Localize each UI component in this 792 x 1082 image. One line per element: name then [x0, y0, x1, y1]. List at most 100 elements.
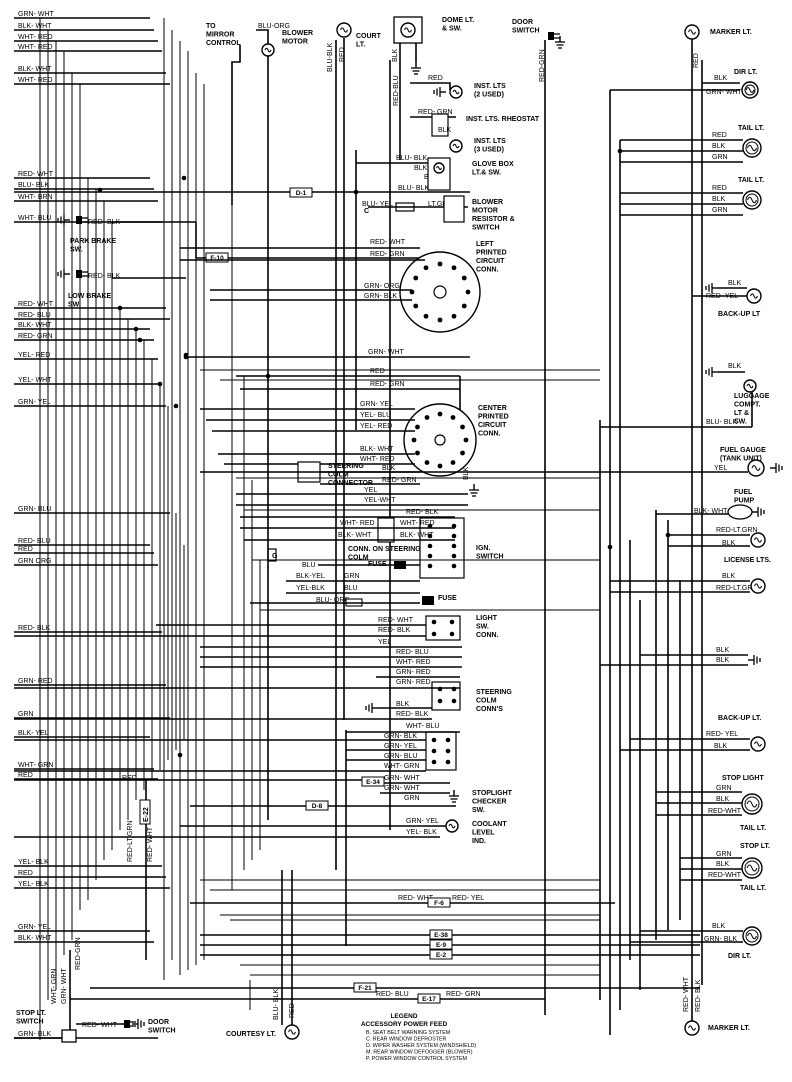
svg-text:F-21: F-21 — [358, 985, 372, 992]
wire-label-blk-gnd: BLK — [716, 647, 730, 654]
left-wire-label-l15: YEL- RED — [18, 352, 50, 359]
wire-label-blk-lic: BLK — [722, 540, 736, 547]
scc2-pin — [445, 748, 451, 754]
wire-label-grn-tail2: GRN — [712, 207, 728, 214]
wire-label-grn-wht: GRN- WHT — [61, 968, 68, 1004]
wire-label-blu-blk-lug: BLU- BLK — [706, 419, 737, 426]
scc2-pin — [445, 737, 451, 743]
dome-lt-label: DOME LT.& SW. — [442, 17, 474, 33]
tail-lt-4-label: TAIL LT. — [740, 885, 766, 892]
wire-label-red-lt-grn-e22: RED-LT.GRN — [127, 821, 134, 862]
inst-lts-2-icon — [449, 85, 463, 99]
ign-pin — [427, 553, 433, 559]
left-wire-label-l25: BLK- YEL — [18, 730, 49, 737]
wire-label-red-lt-grn-lic2: RED-LT.GRN — [716, 585, 757, 592]
ground-icon — [433, 87, 446, 97]
wire-label-red-blu-top: RED-BLU — [393, 75, 400, 106]
wire-label-red-wht-bottom: RED- WHT — [82, 1022, 118, 1029]
splice-grn-wht — [183, 354, 189, 360]
left-splice-4 — [173, 403, 179, 409]
wire-label-yel-fuel: YEL — [714, 465, 727, 472]
wire-label-red-grn-cpc2: RED- GRN — [382, 477, 417, 484]
connector-e34: E-34 — [361, 776, 385, 787]
fuse2-icon — [422, 596, 434, 605]
wire-label-grn-ign: GRN — [344, 573, 360, 580]
connector-e9: E-9 — [429, 939, 453, 950]
wire-label-blk-yel-ign: BLK-YEL — [296, 573, 325, 580]
wire-label-red-wht-stop2: RED-WHT — [708, 872, 742, 879]
coolant-level-icon — [445, 819, 459, 833]
connector-e38: E-38 — [429, 929, 453, 940]
stop-light-icon — [741, 793, 763, 815]
wire-label-red-blk-ign: RED- BLK — [406, 509, 439, 516]
tail-lt-1-icon — [742, 138, 762, 158]
wire-label-wht-grn-scc: WHT- GRN — [384, 763, 419, 770]
left-wire-label-l9: WHT- BRN — [18, 194, 53, 201]
lsw-pin — [431, 631, 437, 637]
wire-label-grn-wht-lpc: GRN- WHT — [368, 349, 404, 356]
luggage-lt-icon — [743, 379, 757, 393]
wire-label-red-blk-scc: RED- BLK — [396, 711, 429, 718]
wire-label-blk-tail1: BLK — [712, 143, 726, 150]
wire-label-red-yel-bu2: RED- YEL — [706, 731, 738, 738]
wire-label-blk-dir: BLK — [714, 75, 728, 82]
fuel-gauge-icon — [747, 459, 765, 477]
ign-pin — [451, 533, 457, 539]
courtesy-lt-icon — [284, 1024, 300, 1040]
left-wire-label-l32: BLK- WHT — [18, 935, 52, 942]
wire-label-yel-blu-cpc: YEL- BLU — [360, 412, 391, 419]
fuel-pump-icon — [727, 504, 753, 520]
wire-label-wht-blu-scc: WHT- BLU — [406, 723, 439, 730]
svg-text:BACK-UP LT: BACK-UP LT — [718, 311, 761, 318]
connector-e2: E-2 — [429, 949, 453, 960]
wire-label-grn-wht-slc: GRN- WHT — [384, 775, 420, 782]
wire-label-red-blu-lsw: RED- BLU — [396, 649, 429, 656]
ign-pin — [451, 553, 457, 559]
left-splice-0 — [97, 187, 103, 193]
rheostat-body — [431, 113, 449, 137]
ground-icon — [132, 1019, 145, 1029]
scc-pin — [451, 686, 457, 692]
wire-label-red-blk-lsw: RED- BLK — [378, 627, 411, 634]
left-wire-label-l14: RED- GRN — [18, 333, 53, 340]
legend-item: P. POWER WINDOW CONTROL SYSTEM — [366, 1056, 467, 1062]
left-wire-label-l17: GRN- YEL — [18, 399, 51, 406]
ground-icon — [748, 655, 761, 665]
courtesy-lt-label: COURTESY LT. — [226, 1031, 276, 1038]
legend-item: M. REAR WINDOW DEFOGGER (BLOWER) — [366, 1050, 473, 1056]
dome-lt-icon — [400, 22, 416, 38]
wire-label-blu-org: BLU-ORG — [258, 23, 290, 30]
ground-icon — [57, 269, 70, 279]
wire-label-lt-grn: LT.GRN — [428, 201, 452, 208]
wire-label-grn-yel-scc: GRN- YEL — [384, 743, 417, 750]
backup-lt-2-icon — [750, 736, 766, 752]
wire-label-blk-wht-pump: BLK- WHT — [694, 508, 728, 515]
wire-label-red-wht-stop: RED-WHT — [708, 808, 742, 815]
left-wire-label-l4: WHT- RED — [18, 44, 53, 51]
fuse2-label: FUSE — [438, 595, 457, 602]
wire-label-red-lt-grn-lic: RED-LT.GRN — [716, 527, 757, 534]
splice-tail1 — [617, 148, 623, 154]
left-wire-label-l28: YEL- BLK — [18, 859, 49, 866]
wire-label-blk-stop: BLK — [716, 796, 730, 803]
svg-text:INST. LTS. RHEOSTAT: INST. LTS. RHEOSTAT — [466, 116, 540, 123]
svg-text:IGN.SWITCH: IGN.SWITCH — [476, 545, 504, 561]
wire-park-2 — [195, 222, 208, 259]
left-splice-3 — [157, 381, 163, 387]
wire-label-grn-red-lsw2: GRN- RED — [396, 679, 431, 686]
scc-pin — [437, 698, 443, 704]
